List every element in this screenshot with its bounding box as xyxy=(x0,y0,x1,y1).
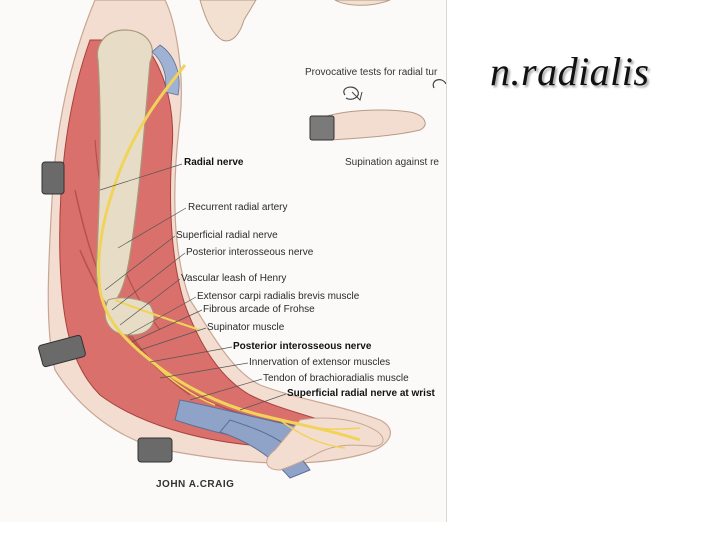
forearm-illustration xyxy=(38,0,446,479)
label-radial-nerve: Radial nerve xyxy=(184,157,244,168)
label-tendon-brachioradialis: Tendon of brachioradialis muscle xyxy=(263,373,409,384)
retractor xyxy=(41,161,65,195)
label-posterior-interosseous-nerve: Posterior interosseous nerve xyxy=(186,247,314,258)
label-srn-wrist: Superficial radial nerve at wrist xyxy=(287,388,435,399)
label-pin-bold: Posterior interosseous nerve xyxy=(233,341,372,352)
examiner-hand-top xyxy=(199,0,257,42)
artist-signature: JOHN A.CRAIG xyxy=(156,479,235,490)
plate-edge xyxy=(446,0,447,522)
inset-caption: Supination against re xyxy=(345,157,439,168)
retractor xyxy=(137,437,173,463)
inset-title: Provocative tests for radial tur xyxy=(305,67,438,78)
label-innervation: Innervation of extensor muscles xyxy=(249,357,391,368)
label-recurrent-radial-artery: Recurrent radial artery xyxy=(188,202,288,213)
humerus-bone xyxy=(95,29,153,306)
label-supinator: Supinator muscle xyxy=(207,322,285,333)
radial-nerve xyxy=(97,64,361,442)
slide-title: n.radialis xyxy=(490,49,650,94)
inset-illustration xyxy=(309,79,446,141)
label-ecrb: Extensor carpi radialis brevis muscle xyxy=(197,291,360,302)
label-arcade-frohse: Fibrous arcade of Frohse xyxy=(203,304,315,315)
label-superficial-radial-nerve: Superficial radial nerve xyxy=(176,230,278,241)
label-vascular-leash: Vascular leash of Henry xyxy=(181,273,287,284)
retractor xyxy=(38,334,86,368)
anatomy-plate: Provocative tests for radial tur Supinat… xyxy=(38,0,446,490)
